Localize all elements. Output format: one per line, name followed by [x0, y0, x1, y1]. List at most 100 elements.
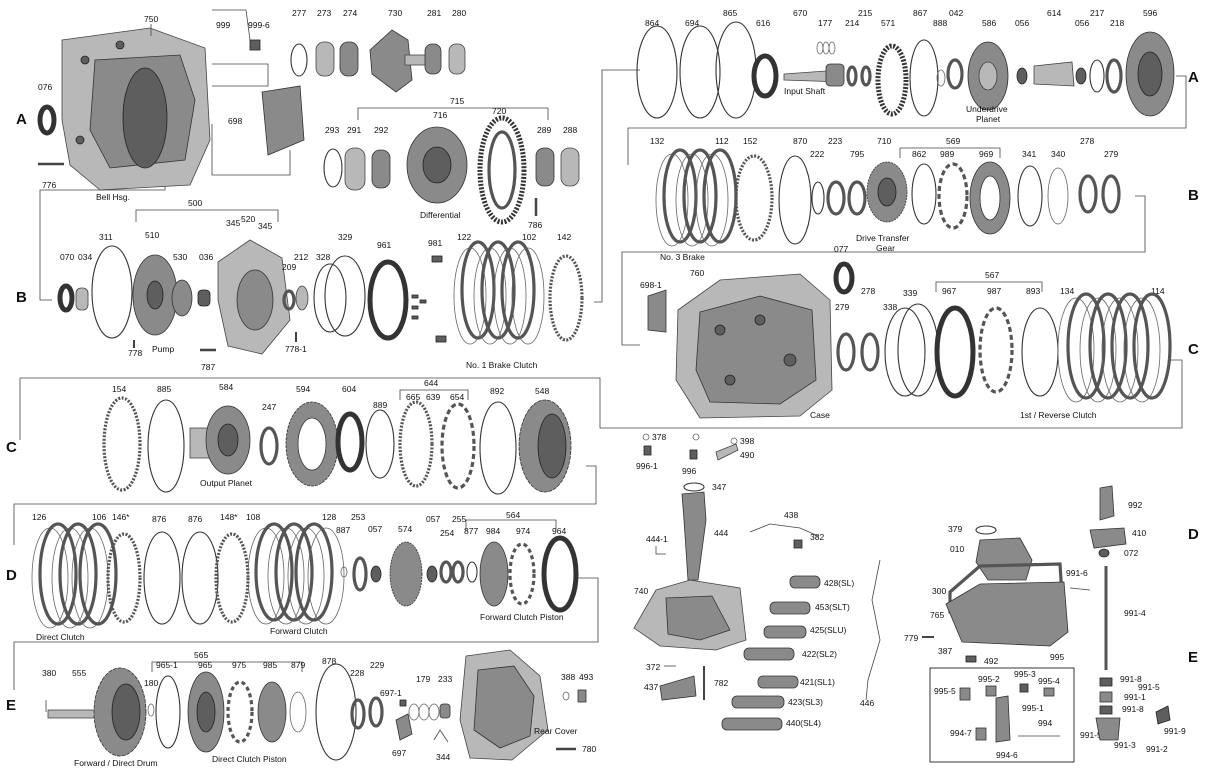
label-278-a: 278	[1080, 136, 1094, 146]
part-995-5	[959, 687, 971, 701]
label-228: 228	[350, 668, 364, 678]
label-212: 212	[294, 252, 308, 262]
label-765: 765	[930, 610, 944, 620]
label-530: 530	[173, 252, 187, 262]
label-292: 292	[374, 125, 388, 135]
label-865: 865	[723, 8, 737, 18]
label-991-6: 991-6	[1066, 568, 1088, 578]
label-569: 569	[946, 136, 960, 146]
part-134-114-reverse-clutch-pack	[1057, 292, 1172, 403]
assembly-flow-lines	[13, 63, 1187, 690]
label-378: 378	[652, 432, 666, 442]
part-730-gear	[369, 29, 413, 93]
label-981: 981	[428, 238, 442, 248]
label-967: 967	[942, 286, 956, 296]
label-277: 277	[292, 8, 306, 18]
part-057-bushing-a	[370, 565, 382, 583]
label-289: 289	[537, 125, 551, 135]
part-991-3	[1095, 717, 1121, 741]
label-223: 223	[828, 136, 842, 146]
part-974-spring	[508, 542, 536, 606]
label-209: 209	[282, 262, 296, 272]
part-867-snap-ring	[909, 39, 939, 117]
part-180-ring	[147, 703, 155, 717]
label-218: 218	[1110, 18, 1124, 28]
label-584: 584	[219, 382, 233, 392]
label-341: 341	[1022, 149, 1036, 159]
part-876-ring-a	[143, 531, 181, 625]
label-888: 888	[933, 18, 947, 28]
part-720-ring-gear	[477, 115, 527, 225]
part-293-snap-ring	[323, 148, 343, 188]
label-387: 387	[938, 646, 952, 656]
caption-differential: Differential	[420, 210, 461, 220]
label-300: 300	[932, 586, 946, 596]
part-892-snap-ring	[479, 401, 517, 495]
label-974: 974	[516, 526, 530, 536]
part-382-connector	[793, 539, 803, 549]
label-425: 425(SLU)	[810, 625, 847, 635]
label-247: 247	[262, 402, 276, 412]
row-marker-a-left: A	[16, 111, 27, 128]
label-596: 596	[1143, 8, 1157, 18]
label-217: 217	[1090, 8, 1104, 18]
label-877: 877	[464, 526, 478, 536]
part-278-bearing-a	[1078, 174, 1098, 214]
part-217-ring	[1089, 59, 1105, 93]
label-446: 446	[860, 698, 874, 708]
label-329: 329	[338, 232, 352, 242]
part-279-race-b	[836, 332, 856, 372]
part-379-oring	[975, 525, 997, 535]
part-278-bearing-b	[860, 332, 880, 372]
label-273: 273	[317, 8, 331, 18]
label-388: 388	[561, 672, 575, 682]
part-340-ring	[1047, 167, 1069, 225]
label-070: 070	[60, 252, 74, 262]
part-056-bushing-a	[1016, 67, 1028, 85]
label-056-b: 056	[1075, 18, 1089, 28]
label-345-a: 345	[226, 218, 240, 228]
part-616-hub	[751, 53, 779, 99]
label-750: 750	[144, 14, 158, 24]
label-112: 112	[715, 136, 729, 146]
label-965: 965	[198, 660, 212, 670]
label-991-1: 991-1	[1124, 692, 1146, 702]
part-996-sensor	[689, 449, 698, 460]
caption-direct-clutch-piston: Direct Clutch Piston	[212, 754, 287, 764]
part-490-detent	[715, 443, 739, 461]
label-991-8-b: 991-8	[1122, 704, 1144, 714]
row-marker-b-left: B	[16, 289, 27, 306]
label-889: 889	[373, 400, 387, 410]
label-782: 782	[714, 678, 728, 688]
part-654-one-way-clutch	[440, 402, 476, 490]
label-440: 440(SL4)	[786, 718, 821, 728]
part-212-washer	[295, 285, 309, 311]
label-698: 698	[228, 116, 242, 126]
part-273-race	[315, 41, 335, 77]
part-215-washer	[860, 65, 872, 87]
part-996-1-sensor	[643, 445, 652, 456]
label-697-1: 697-1	[380, 688, 402, 698]
label-288: 288	[563, 125, 577, 135]
label-347: 347	[712, 482, 726, 492]
label-995: 995	[1050, 652, 1064, 662]
part-410-park-rod	[1089, 527, 1127, 549]
caption-drive-transfer-1: Drive Transfer	[856, 233, 910, 243]
caption-bell-housing: Bell Hsg.	[96, 192, 130, 202]
part-148-plate	[214, 532, 250, 624]
label-697: 697	[392, 748, 406, 758]
part-329-ring	[324, 255, 366, 337]
part-132-112-no3-brake-pack	[655, 148, 738, 247]
label-975: 975	[232, 660, 246, 670]
part-341-ring	[1017, 165, 1043, 227]
part-388-oring	[562, 691, 570, 701]
label-444-1: 444-1	[646, 534, 668, 544]
label-710: 710	[877, 136, 891, 146]
label-438: 438	[784, 510, 798, 520]
part-981-retainer-b	[435, 335, 447, 343]
row-marker-a-right: A	[1188, 69, 1199, 86]
label-222: 222	[810, 149, 824, 159]
label-132: 132	[650, 136, 664, 146]
label-740: 740	[634, 586, 648, 596]
label-991-8-a: 991-8	[1120, 674, 1142, 684]
